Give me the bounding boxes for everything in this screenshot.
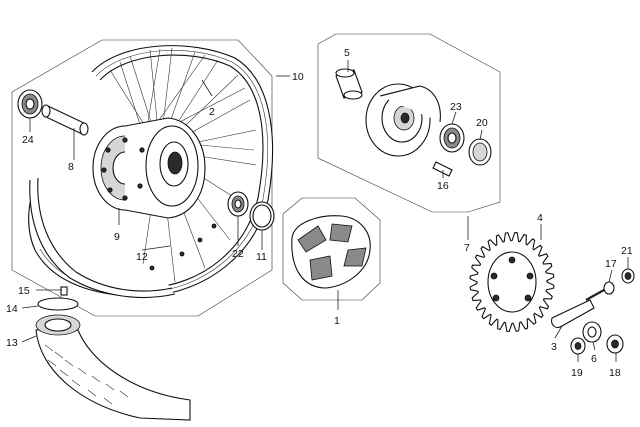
callout-18: 18 <box>609 367 621 379</box>
leader-lines <box>21 60 629 362</box>
callout-7: 7 <box>464 242 470 254</box>
callout-20: 20 <box>476 117 488 129</box>
wheel-group-frame <box>11 39 273 317</box>
callout-14: 14 <box>6 303 18 315</box>
distance-collar <box>41 104 89 136</box>
callout-13: 13 <box>6 337 18 349</box>
o-ring <box>249 201 275 231</box>
stud-bolt <box>432 161 453 177</box>
hub-group-frame <box>317 33 501 213</box>
callout-8: 8 <box>68 161 74 173</box>
flange-collar <box>335 68 363 100</box>
bearing-right <box>227 191 249 217</box>
callout-22: 22 <box>232 248 244 260</box>
rim-band <box>29 177 217 299</box>
lock-nut <box>621 268 635 284</box>
damper-group-frame <box>282 197 381 301</box>
chain-adjuster-plate <box>551 299 595 328</box>
callout-17: 17 <box>605 258 617 270</box>
flange-bearing <box>439 123 465 153</box>
oil-seal <box>468 138 492 166</box>
wheel-hub <box>92 117 206 219</box>
callout-11: 11 <box>256 251 267 263</box>
driven-sprocket <box>469 232 555 332</box>
callout-4: 4 <box>537 212 543 224</box>
callout-21: 21 <box>621 245 633 257</box>
wheel-damper <box>291 215 371 289</box>
valve-cap <box>60 286 68 296</box>
sprocket-nut <box>570 337 586 355</box>
callout-15: 15 <box>18 285 30 297</box>
callout-24: 24 <box>22 134 34 146</box>
callout-1: 1 <box>334 315 340 327</box>
callout-3: 3 <box>551 341 557 353</box>
adjuster-nut <box>603 281 615 295</box>
callout-5: 5 <box>344 47 350 59</box>
callout-16: 16 <box>437 180 449 192</box>
washer <box>582 321 602 343</box>
callout-10: 10 <box>292 71 304 83</box>
callout-6: 6 <box>591 353 597 365</box>
bearing-left <box>17 89 43 119</box>
tire <box>35 314 191 421</box>
axle-nut <box>606 334 624 354</box>
callout-12: 12 <box>136 251 148 263</box>
adjuster-bolt <box>585 289 605 301</box>
callout-23: 23 <box>450 101 462 113</box>
inner-tube <box>37 297 79 311</box>
callout-2: 2 <box>209 106 215 118</box>
callout-9: 9 <box>114 231 120 243</box>
final-driven-flange <box>365 83 441 157</box>
callout-19: 19 <box>571 367 583 379</box>
